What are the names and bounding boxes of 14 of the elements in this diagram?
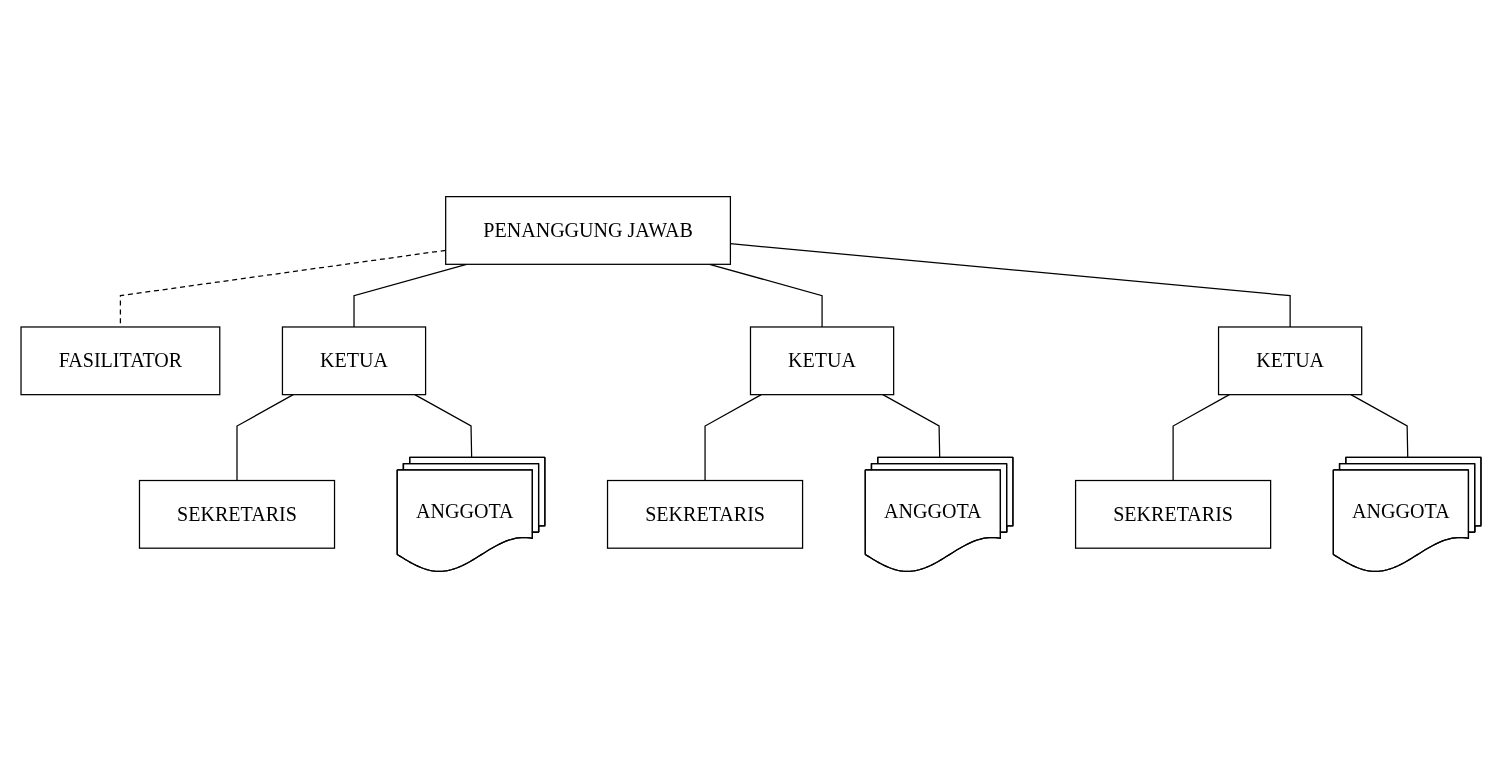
connector xyxy=(708,263,823,328)
connector xyxy=(729,242,1291,328)
connector xyxy=(703,393,762,481)
node-box: KETUA xyxy=(281,325,426,395)
connector xyxy=(235,393,294,481)
node-box: SEKRETARIS xyxy=(138,479,335,549)
node-box: KETUA xyxy=(749,325,894,395)
connector xyxy=(1172,393,1230,481)
node-box: PENANGGUNG JAWAB xyxy=(444,195,731,265)
node-box: FASILITATOR xyxy=(19,325,220,395)
node-box: KETUA xyxy=(1217,325,1362,395)
node-box: SEKRETARIS xyxy=(606,479,803,549)
node-box: SEKRETARIS xyxy=(1074,479,1271,549)
connector xyxy=(352,263,467,328)
